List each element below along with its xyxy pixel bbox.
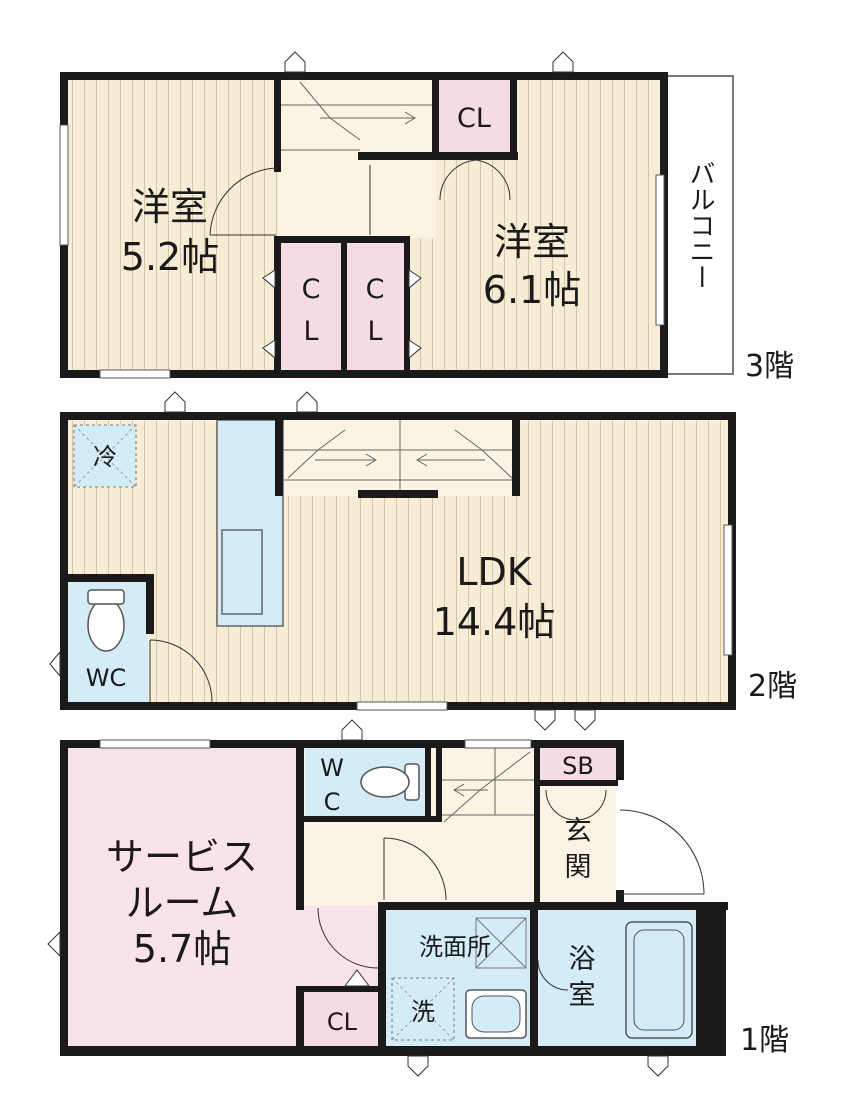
wc-1f-label-2: C <box>324 788 341 816</box>
floor-2-label: 2階 <box>748 669 797 704</box>
room-east-size: 6.1帖 <box>483 268 581 312</box>
shoe-box-label: SB <box>562 752 594 780</box>
room-west-size: 5.2帖 <box>121 235 219 279</box>
stairs-3f <box>278 81 436 151</box>
service-room-floor <box>66 746 302 1048</box>
closet-top-label: CL <box>457 103 491 134</box>
floor-2: 冷 WC <box>49 391 797 731</box>
stairs-2f <box>282 418 518 496</box>
walls-1f <box>60 740 728 1056</box>
floor-3: 洋室 5.2帖 洋室 6.1帖 CL C L C L バルコニー 3階 <box>59 51 794 384</box>
ldk-size: 14.4帖 <box>433 600 556 644</box>
fridge-label: 冷 <box>93 443 117 471</box>
service-room-hallway <box>302 906 382 988</box>
room-west-name: 洋室 <box>132 185 208 229</box>
floor-1-label: 1階 <box>740 1023 789 1058</box>
washer-label: 洗 <box>411 998 435 1026</box>
washroom-label: 洗面所 <box>419 933 491 961</box>
walls-3f <box>60 72 668 378</box>
toilet-2f <box>87 598 125 652</box>
room-east-name: 洋室 <box>494 220 570 264</box>
bath-label-1: 浴 <box>569 944 596 975</box>
entrance-floor <box>540 780 616 906</box>
closet-left-label-2: L <box>303 316 318 347</box>
entrance-label-2: 関 <box>565 852 592 883</box>
bath-label-2: 室 <box>569 980 596 1011</box>
closet-right-3f <box>345 242 405 370</box>
stairs-1f <box>440 746 535 823</box>
shoe-box <box>540 746 616 780</box>
closet-left-3f <box>281 242 341 370</box>
toilet-1f <box>360 766 410 798</box>
floor-3-label: 3階 <box>745 349 794 384</box>
closet-1f <box>304 988 380 1046</box>
closet-right-label-2: L <box>367 316 382 347</box>
floor-1: サービス ルーム 5.7帖 W C SB 玄 関 洗面所 洗 浴 室 CL 1階 <box>47 719 789 1077</box>
room-west-3f <box>66 78 278 372</box>
entrance-label-1: 玄 <box>565 816 592 847</box>
kitchen-sink <box>221 529 263 615</box>
closet-right-label-1: C <box>366 274 385 305</box>
wc-1f-label-1: W <box>320 754 344 782</box>
service-room-line2: ルーム <box>126 881 239 925</box>
closet-left-label-1: C <box>302 274 321 305</box>
balcony-label: バルコニー <box>685 160 715 290</box>
ldk-name: LDK <box>456 550 532 594</box>
wc-2f-label: WC <box>86 664 127 692</box>
service-room-line1: サービス <box>106 835 258 879</box>
closet-1f-label: CL <box>327 1008 358 1036</box>
service-room-size: 5.7帖 <box>133 927 231 971</box>
closet-top-3f <box>436 78 512 156</box>
